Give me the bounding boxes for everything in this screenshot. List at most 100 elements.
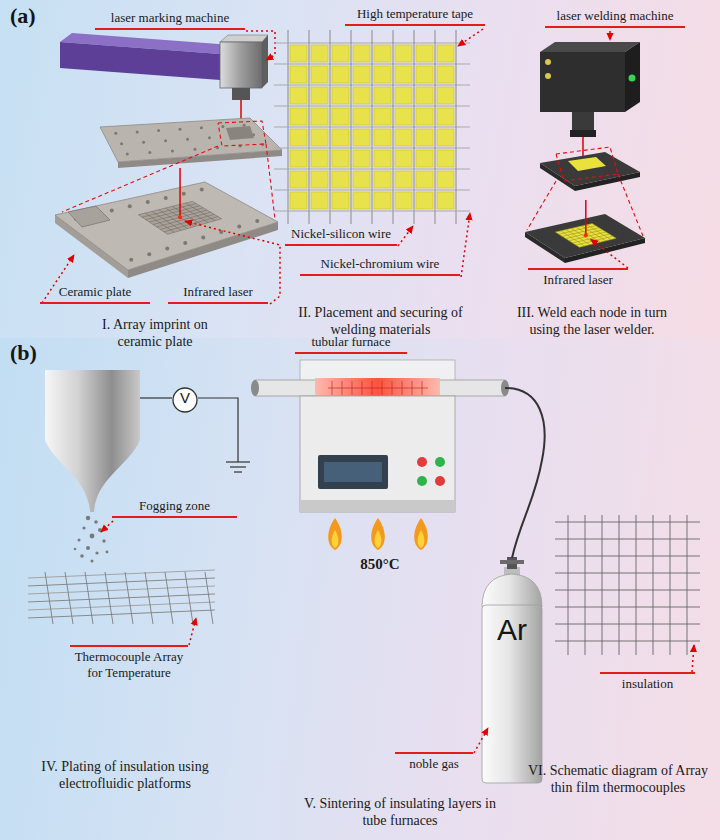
tape-square <box>416 192 433 209</box>
array-wire <box>28 602 215 610</box>
furnace-body <box>300 396 455 512</box>
nickel-silicon-wire <box>274 190 470 191</box>
part-label: Nickel-chromium wire <box>300 256 460 276</box>
tape-square <box>353 108 370 125</box>
flame <box>371 518 385 550</box>
droplet <box>90 534 95 539</box>
ground-symbol <box>234 471 242 472</box>
droplet <box>80 554 84 558</box>
leader-line <box>101 521 113 532</box>
plate-hole <box>200 188 204 192</box>
step-caption: II. Placement and securing of welding ma… <box>288 304 473 338</box>
droplet <box>78 539 81 542</box>
array-wire <box>555 607 700 608</box>
wire <box>198 398 238 462</box>
tape-square <box>290 150 307 167</box>
cylinder-dome <box>482 574 542 607</box>
part-label: Nickel-silicon wire <box>285 226 397 246</box>
array-wire <box>28 610 215 618</box>
welder-top <box>540 42 640 52</box>
nozzle-body <box>45 370 140 440</box>
tape-square <box>332 171 349 188</box>
panel-label: (b) <box>10 340 37 366</box>
tape-square <box>416 171 433 188</box>
cylinder-handle <box>500 560 524 564</box>
label-slot: noble gas <box>395 752 473 772</box>
label-slot: Nickel-silicon wire <box>285 226 397 246</box>
imprint-grid-line <box>192 201 221 218</box>
welder-knob <box>545 59 551 65</box>
imprint-grid-line <box>164 217 218 232</box>
label-slot: V. Sintering of insulating layers in tub… <box>296 795 504 829</box>
tape-square <box>437 171 454 188</box>
array-wire <box>28 570 215 578</box>
leader-line <box>461 213 470 277</box>
tape-square <box>374 87 391 104</box>
label-slot: IV. Plating of insulation using electrof… <box>25 758 225 792</box>
tape-square <box>374 192 391 209</box>
array-wire <box>555 641 700 642</box>
label-slot: 850°C <box>338 556 422 572</box>
droplet <box>82 526 85 529</box>
tape-square <box>416 45 433 62</box>
droplet <box>94 520 98 524</box>
array-wire <box>45 572 53 624</box>
welder-knob <box>545 73 551 79</box>
welder-side <box>625 42 640 112</box>
tape-square <box>437 45 454 62</box>
temperature-value: 850°C <box>338 556 422 572</box>
tape-square <box>353 87 370 104</box>
part-label: Infrared laser <box>168 284 268 304</box>
label-slot: III. Weld each node in turn using the la… <box>507 304 677 338</box>
tape-square <box>353 129 370 146</box>
part-label: Fogging zone <box>112 498 237 518</box>
voltmeter-symbol: V <box>172 385 198 415</box>
tape-square <box>374 129 391 146</box>
droplet <box>91 560 94 563</box>
tape-array <box>568 157 606 171</box>
status-light <box>629 75 636 82</box>
nickel-chromium-wire <box>393 30 394 224</box>
step-caption: V. Sintering of insulating layers in tub… <box>296 795 504 829</box>
tape-square <box>374 108 391 125</box>
array-wire <box>105 572 113 624</box>
gas-cylinder-outline <box>478 557 546 785</box>
plate-hole <box>164 139 167 142</box>
label-slot: Nickel-chromium wire <box>300 256 460 276</box>
tape-square <box>311 129 328 146</box>
array-wire <box>555 522 700 523</box>
array-wire <box>555 556 700 557</box>
tape-square <box>416 129 433 146</box>
label-slot: Infrared laser <box>528 268 628 288</box>
tape-square <box>332 108 349 125</box>
label-slot: II. Placement and securing of welding ma… <box>288 304 473 338</box>
step-three <box>525 31 645 268</box>
label-slot: laser marking machine <box>95 10 245 30</box>
tape-square <box>290 87 307 104</box>
droplet <box>95 551 98 554</box>
leader-line <box>246 31 275 60</box>
laser-head-top <box>220 35 268 42</box>
leader-line <box>189 618 196 645</box>
array-wire <box>602 515 603 655</box>
ceramic-plate <box>100 118 282 162</box>
tape-square <box>311 108 328 125</box>
weld-grid-line <box>579 238 616 247</box>
gas-cylinder-label: Ar <box>497 613 527 647</box>
tape-square <box>290 66 307 83</box>
tape-square <box>374 66 391 83</box>
tape-square <box>437 192 454 209</box>
tape-square <box>416 108 433 125</box>
plate-hole <box>182 192 186 196</box>
tape-square <box>311 192 328 209</box>
tape-square <box>353 171 370 188</box>
tape-square <box>332 45 349 62</box>
flame-core <box>418 530 425 548</box>
nickel-chromium-wire <box>456 30 457 224</box>
tape-square <box>437 150 454 167</box>
label-slot: I. Array imprint on ceramic plate <box>85 316 225 350</box>
imprint-grid-line <box>157 212 211 227</box>
ground-symbol <box>230 466 246 467</box>
plate-hole <box>221 125 224 128</box>
step-two <box>274 29 483 277</box>
